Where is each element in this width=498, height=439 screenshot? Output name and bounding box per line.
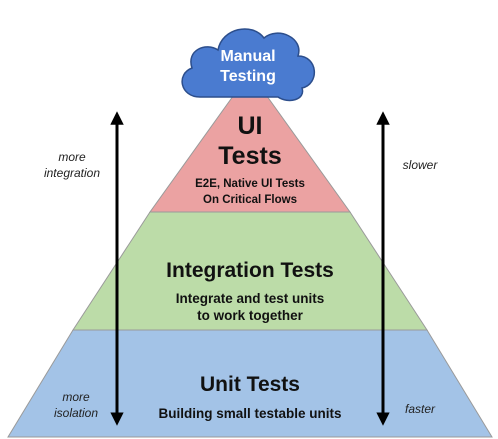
ui-tests-title-line1: UI xyxy=(238,112,263,140)
integration-tests-title: Integration Tests xyxy=(166,259,334,282)
ui-tests-subtitle-line2: On Critical Flows xyxy=(203,194,297,206)
unit-tests-title: Unit Tests xyxy=(200,373,300,396)
unit-tests-subtitle: Building small testable units xyxy=(158,406,341,421)
integration-tests-subtitle-line1: Integrate and test units xyxy=(176,291,325,306)
left-axis-top-label-line1: more xyxy=(58,150,86,164)
right-axis-bottom-label: faster xyxy=(405,402,436,416)
manual-testing-cloud: Manual Testing xyxy=(181,28,316,102)
right-axis-top-label: slower xyxy=(403,158,439,172)
ui-tests-subtitle-line1: E2E, Native UI Tests xyxy=(195,178,305,190)
left-axis-top-label-line2: integration xyxy=(44,166,100,180)
left-axis-bottom-label-line2: isolation xyxy=(54,406,98,420)
ui-tests-title-line2: Tests xyxy=(218,142,281,170)
left-axis-bottom-label-line1: more xyxy=(62,390,90,404)
integration-tests-subtitle-line2: to work together xyxy=(197,308,303,323)
cloud-label-line1: Manual xyxy=(220,48,275,65)
cloud-shape xyxy=(181,28,316,102)
cloud-label-line2: Testing xyxy=(220,68,276,85)
